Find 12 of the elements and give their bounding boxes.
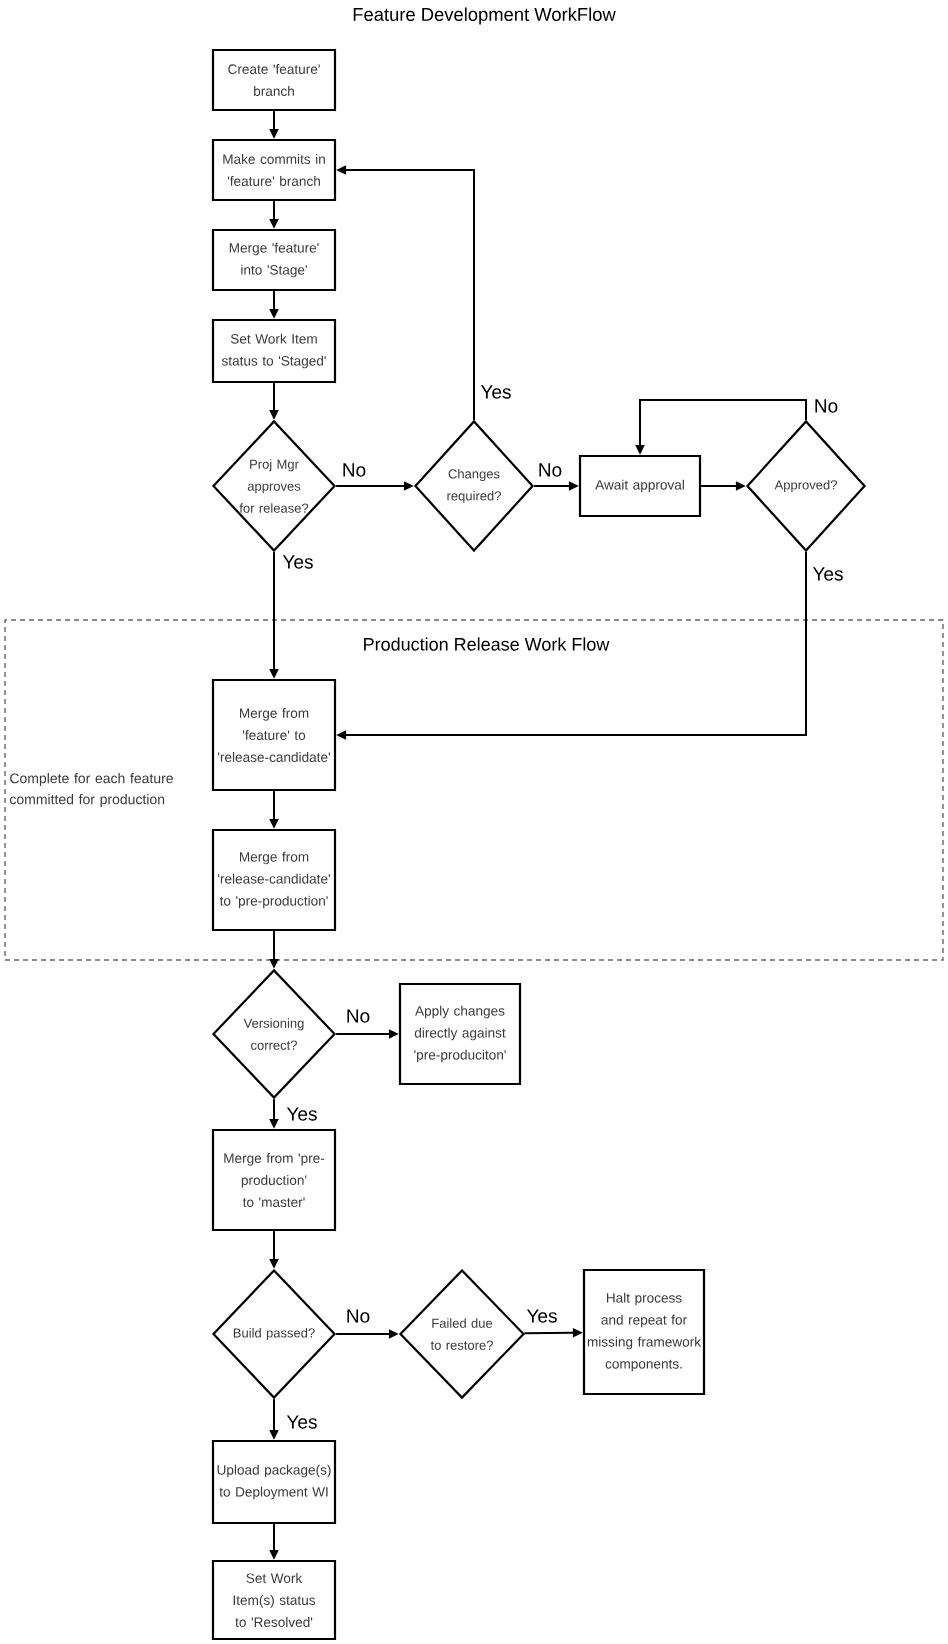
edge-label: Yes — [810, 565, 846, 583]
edge-label: No — [343, 1307, 373, 1325]
diagram-title: Feature Development WorkFlow — [353, 7, 616, 25]
edge-label: Yes — [284, 1105, 320, 1123]
edge-label: Yes — [478, 383, 514, 401]
edge-label: No — [535, 461, 565, 479]
edge-label: No — [811, 397, 841, 415]
edge-label: Yes — [284, 1413, 320, 1431]
edge-label: Yes — [524, 1307, 560, 1325]
edge-label: No — [339, 461, 369, 479]
edge-label: Yes — [280, 553, 316, 571]
edge-label: No — [343, 1007, 373, 1025]
